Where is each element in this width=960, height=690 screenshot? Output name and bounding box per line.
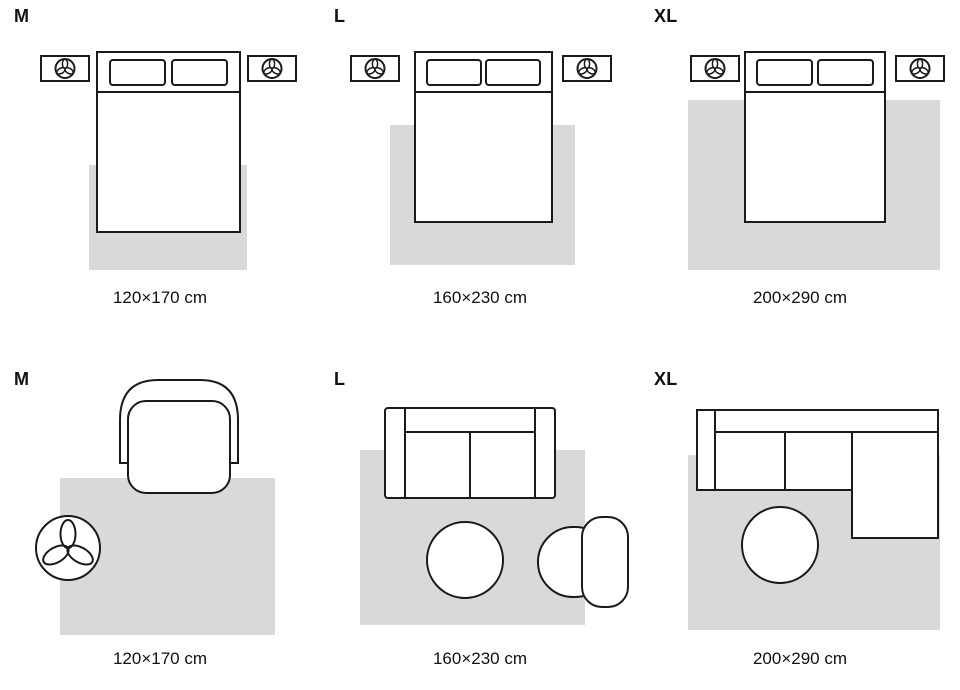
size-caption: 200×290 cm bbox=[752, 288, 848, 307]
nightstand-plant-icon bbox=[247, 55, 297, 82]
size-caption: 160×230 cm bbox=[432, 649, 528, 668]
bedroom-m-illustration bbox=[40, 51, 297, 270]
armchair bbox=[119, 379, 239, 494]
nightstand-plant-icon bbox=[350, 55, 400, 82]
nightstand-plant-icon bbox=[895, 55, 945, 82]
corner-sofa-body bbox=[696, 409, 939, 539]
panel-bedroom-xl: XL 200×290 cm bbox=[640, 0, 960, 345]
plant-leaf bbox=[42, 544, 70, 566]
bedroom-l-illustration bbox=[350, 51, 612, 265]
pillow bbox=[109, 59, 166, 86]
nightstand-plant-icon bbox=[690, 55, 740, 82]
panel-bedroom-m: M 120×170 cm bbox=[0, 0, 320, 345]
panel-living-m: M 120×170 cm bbox=[0, 345, 320, 690]
armchair-seat bbox=[127, 400, 231, 494]
round-pouf bbox=[426, 521, 504, 599]
pillow bbox=[485, 59, 541, 86]
size-label: XL bbox=[654, 369, 678, 389]
chair-back bbox=[581, 516, 629, 608]
nightstand-plant-icon bbox=[40, 55, 90, 82]
bedroom-xl-illustration bbox=[688, 51, 945, 270]
size-label: XL bbox=[654, 6, 678, 26]
sofa bbox=[384, 407, 556, 499]
living-l-illustration bbox=[360, 407, 629, 625]
pillow bbox=[171, 59, 228, 86]
size-caption: 120×170 cm bbox=[112, 649, 208, 668]
lounge-chair bbox=[537, 516, 629, 608]
pillow bbox=[817, 59, 874, 86]
size-label: L bbox=[334, 369, 346, 389]
size-label: M bbox=[14, 369, 30, 389]
living-xl-illustration bbox=[688, 409, 940, 630]
size-label: L bbox=[334, 6, 346, 26]
panel-bedroom-l: L 160×230 cm bbox=[320, 0, 640, 345]
pillow bbox=[756, 59, 813, 86]
living-m-illustration bbox=[35, 379, 275, 635]
size-label: M bbox=[14, 6, 30, 26]
round-pouf bbox=[741, 506, 819, 584]
size-caption: 200×290 cm bbox=[752, 649, 848, 668]
pillow bbox=[426, 59, 482, 86]
size-caption: 120×170 cm bbox=[112, 288, 208, 307]
corner-sofa bbox=[696, 409, 939, 539]
panel-living-xl: XL 200×290 cm bbox=[640, 345, 960, 690]
floor-plant-icon bbox=[35, 515, 101, 581]
panel-living-l: L 160×230 cm bbox=[320, 345, 640, 690]
nightstand-plant-icon bbox=[562, 55, 612, 82]
size-caption: 160×230 cm bbox=[432, 288, 528, 307]
